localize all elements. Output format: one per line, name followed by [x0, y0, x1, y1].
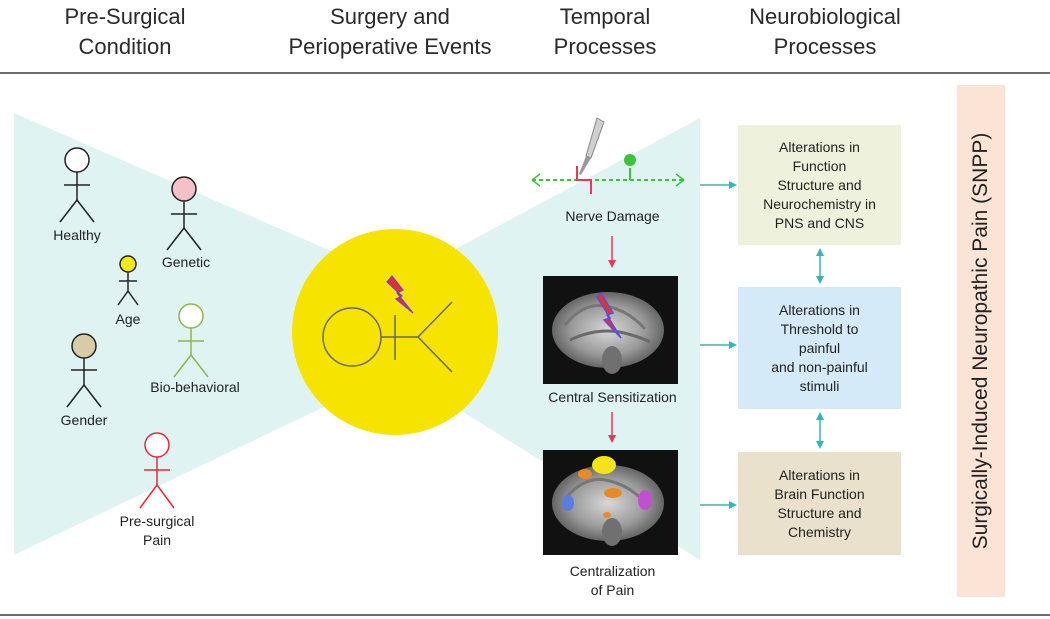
box-line: Alterations in: [779, 138, 860, 155]
header-surgery-perioperative: Surgery and Perioperative Events: [255, 2, 525, 62]
box-alterations-threshold: Alterations in Threshold to painful and …: [738, 287, 901, 409]
header-line: Processes: [773, 34, 877, 59]
bio-behavioral-figure-icon: [173, 303, 209, 378]
header-line: Perioperative Events: [288, 34, 492, 59]
centralization-of-pain-brain-image: [543, 450, 678, 555]
label-gender: Gender: [60, 412, 108, 428]
header-line: Neurobiological: [749, 4, 901, 29]
scalpel-icon: [579, 117, 605, 175]
label-central-sensitization: Central Sensitization: [548, 389, 677, 405]
label-bio-behavioral: Bio-behavioral: [150, 379, 240, 395]
left-funnel: [14, 113, 370, 555]
box-line: PNS and CNS: [774, 214, 865, 231]
label-healthy: Healthy: [53, 227, 101, 243]
label-line: Centralization: [569, 563, 656, 579]
genetic-figure-icon: [166, 176, 202, 251]
age-figure-icon: [117, 255, 139, 306]
box-line: Alterations in: [779, 466, 860, 483]
snpp-label: Surgically-Induced Neuropathic Pain (SNP…: [969, 132, 992, 550]
header-line: Temporal: [559, 4, 651, 29]
box-line: and non-painful: [771, 358, 868, 375]
header-line: Surgery and: [330, 4, 450, 29]
box-line: Chemistry: [787, 523, 851, 540]
box-line: painful: [798, 339, 841, 356]
header-line: Processes: [553, 34, 657, 59]
box-line: Threshold to: [780, 320, 859, 337]
label-genetic: Genetic: [161, 254, 211, 270]
header-line: Pre-Surgical: [64, 4, 186, 29]
label-age: Age: [115, 311, 141, 327]
label-line: of Pain: [590, 582, 635, 598]
box-line: Structure and: [777, 176, 862, 193]
label-line: Pain: [142, 532, 172, 548]
box-alterations-function: Alterations in Function Structure and Ne…: [738, 125, 901, 245]
healthy-figure-icon: [59, 147, 95, 223]
gender-figure-icon: [66, 333, 102, 408]
top-divider: [0, 72, 1050, 74]
box-alterations-brain-function: Alterations in Brain Function Structure …: [738, 452, 901, 555]
header-temporal-processes: Temporal Processes: [535, 2, 675, 62]
box-line: Alterations in: [779, 301, 860, 318]
label-pre-surgical-pain: Pre-surgical Pain: [107, 512, 207, 550]
nerve-fiber-icon: [531, 154, 685, 194]
label-nerve-damage: Nerve Damage: [565, 208, 660, 224]
box-line: stimuli: [799, 377, 840, 394]
header-pre-surgical-condition: Pre-Surgical Condition: [40, 2, 210, 62]
box-line: Structure and: [777, 504, 862, 521]
box-line: Brain Function: [774, 485, 865, 502]
box-line: Neurochemistry in: [763, 195, 876, 212]
surgery-stick-figure-icon: [322, 301, 453, 373]
lightning-bolt-icon: [386, 275, 414, 314]
snpp-side-panel: Surgically-Induced Neuropathic Pain (SNP…: [957, 85, 1005, 597]
label-centralization-of-pain: Centralization of Pain: [545, 562, 680, 600]
bottom-divider: [0, 614, 1050, 616]
pre-surgical-pain-figure-icon: [139, 432, 175, 509]
header-line: Condition: [78, 34, 172, 59]
header-neurobiological-processes: Neurobiological Processes: [715, 2, 935, 62]
label-line: Pre-surgical: [119, 513, 195, 529]
central-sensitization-brain-image: [543, 276, 678, 384]
box-line: Function: [792, 157, 847, 174]
